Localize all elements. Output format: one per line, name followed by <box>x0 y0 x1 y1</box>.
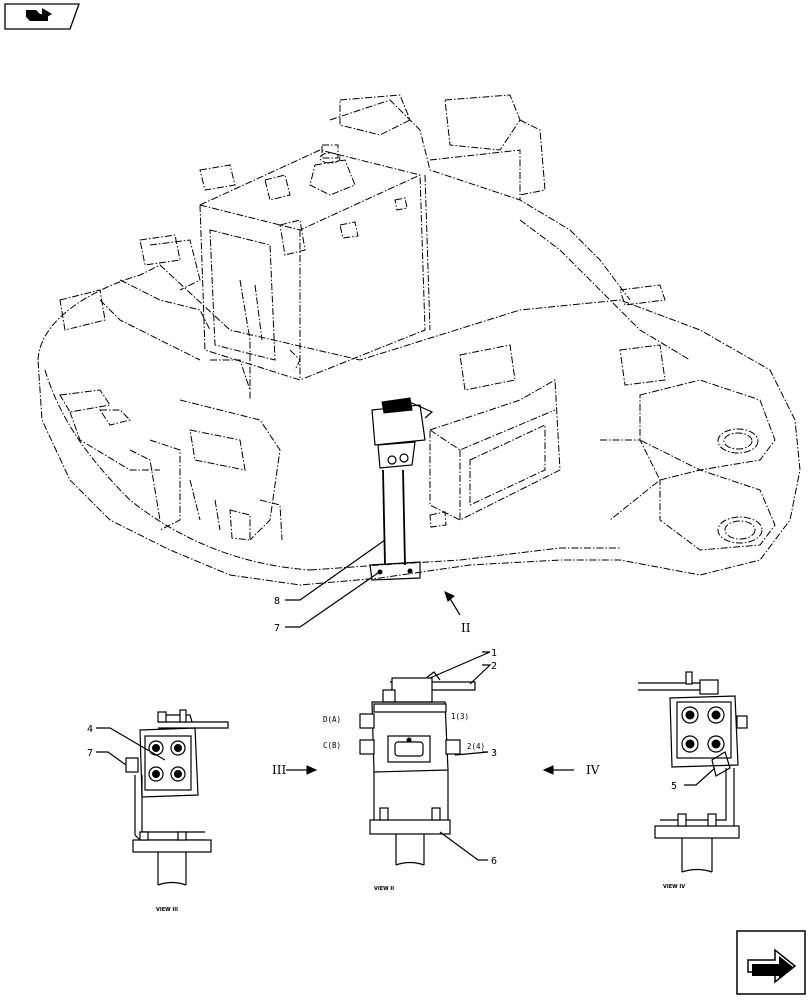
view-iii-arrow <box>286 765 318 775</box>
view-ii-label: II <box>461 621 471 635</box>
callout-4-leader <box>96 727 166 761</box>
next-page-arrow-icon[interactable] <box>736 930 806 995</box>
callout-7-left-leader <box>96 751 127 766</box>
callout-4: 4 <box>87 724 93 735</box>
port-c-b: C(B) <box>323 741 341 750</box>
callout-6-leader <box>439 831 488 861</box>
callout-5-leader <box>684 767 716 786</box>
view-iv-label: IV <box>586 763 600 777</box>
callout-2: 2 <box>491 661 497 672</box>
view-iv-detail <box>638 671 748 873</box>
view-iv-arrow <box>542 765 574 775</box>
callout-5: 5 <box>671 781 677 792</box>
view-ii-arrow <box>444 591 461 616</box>
view-ii-caption: VIEW II <box>374 886 394 892</box>
callout-3-leader <box>454 751 489 756</box>
port-d-a: D(A) <box>323 715 341 724</box>
view-iii-caption: VIEW III <box>156 907 178 913</box>
callout-7: 7 <box>274 623 280 634</box>
callout-8: 8 <box>274 596 280 607</box>
callout-6: 6 <box>491 856 497 867</box>
view-ii-detail <box>359 671 476 866</box>
callout-7-leader <box>285 572 379 628</box>
port-2-4: 2(4) <box>467 742 485 751</box>
callout-1-leader <box>429 651 491 679</box>
view-iii-label: III <box>272 763 286 777</box>
book-navigation-icon[interactable] <box>4 3 80 30</box>
callout-7-left: 7 <box>87 748 93 759</box>
callout-8-leader <box>285 539 386 601</box>
view-iii-detail <box>125 709 229 886</box>
callout-1: 1 <box>491 648 497 659</box>
port-1-3: 1(3) <box>451 712 469 721</box>
callout-2-leader <box>469 664 492 685</box>
callout-3: 3 <box>491 748 497 759</box>
upper-frame-assembly <box>37 94 801 586</box>
view-iv-caption: VIEW IV <box>663 884 685 890</box>
